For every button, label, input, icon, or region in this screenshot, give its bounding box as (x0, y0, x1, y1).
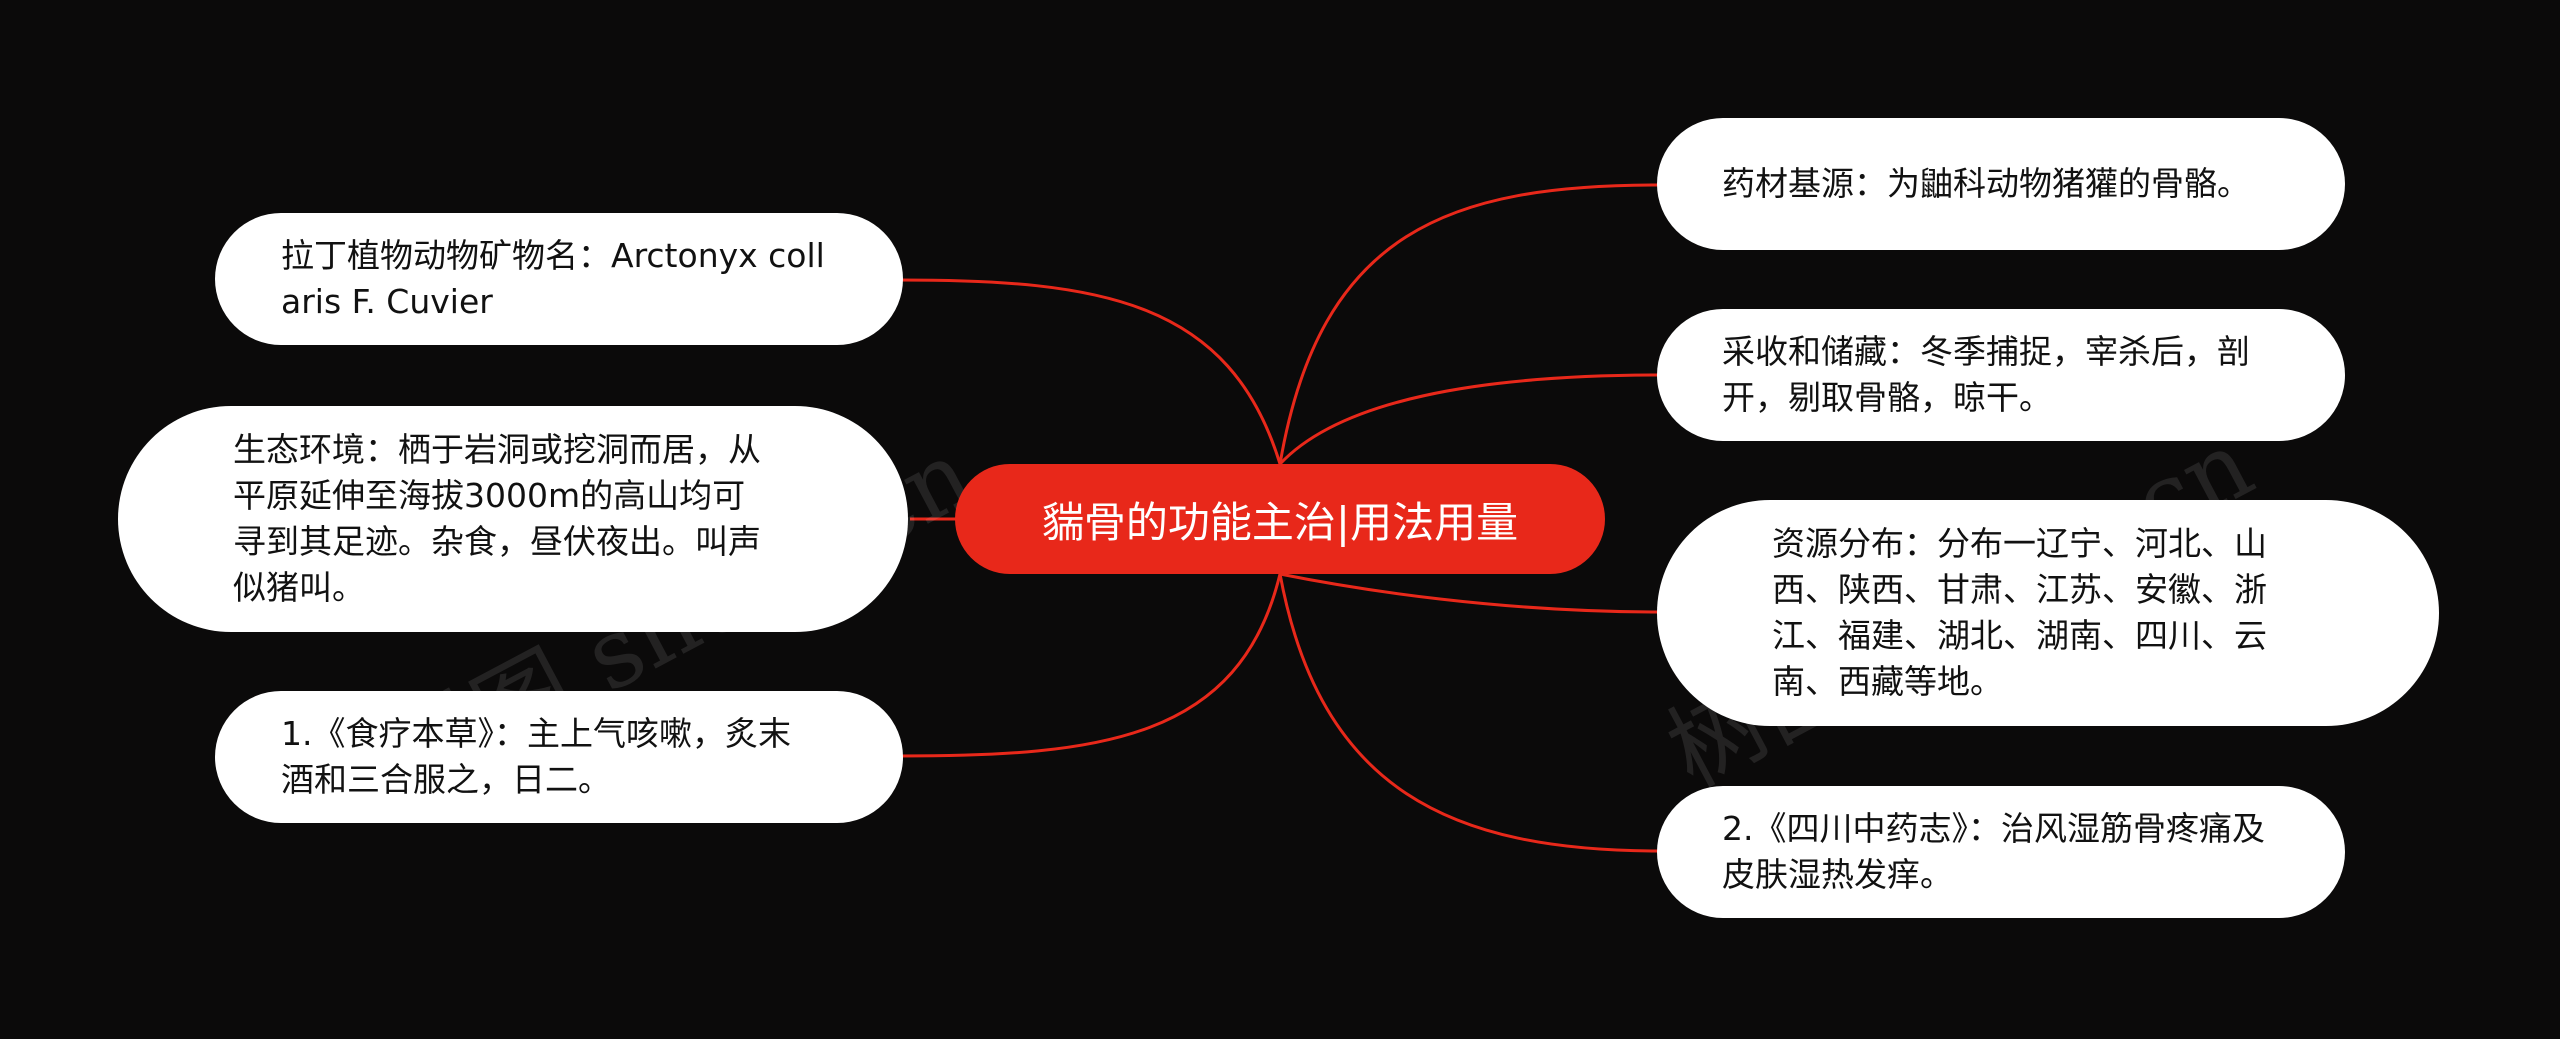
topic-habitat-label: 生态环境：栖于岩洞或挖洞而居，从平原延伸至海拔3000m的高山均可寻到其足迹。杂… (233, 430, 761, 607)
link-left-3 (899, 573, 1282, 758)
link-right-1 (1278, 183, 1661, 465)
topic-source-label: 药材基源：为鼬科动物猪獾的骨骼。 (1722, 164, 2250, 203)
topic-sichuan-zhongyaozhi-label: 2.《四川中药志》：治风湿筋骨疼痛及皮肤湿热发痒。 (1722, 809, 2265, 894)
root-topic[interactable]: 貒骨的功能主治|用法用量 (955, 464, 1605, 574)
topic-shiliao-bencao[interactable]: 1.《食疗本草》：主上气咳嗽，炙末酒和三合服之，日二。 (215, 691, 903, 823)
topic-shiliao-bencao-label: 1.《食疗本草》：主上气咳嗽，炙末酒和三合服之，日二。 (281, 714, 791, 799)
root-topic-label: 貒骨的功能主治|用法用量 (1041, 497, 1519, 547)
link-left-1 (899, 278, 1282, 465)
topic-latin-name-label: 拉丁植物动物矿物名：Arctonyx collaris F. Cuvier (281, 236, 825, 321)
link-right-4 (1278, 573, 1661, 853)
link-right-2 (1278, 373, 1661, 466)
topic-sichuan-zhongyaozhi[interactable]: 2.《四川中药志》：治风湿筋骨疼痛及皮肤湿热发痒。 (1657, 786, 2345, 918)
link-right-3 (1279, 572, 1661, 614)
topic-distribution-label: 资源分布：分布一辽宁、河北、山西、陕西、甘肃、江苏、安徽、浙江、福建、湖北、湖南… (1772, 524, 2267, 701)
topic-harvest-storage-label: 采收和储藏：冬季捕捉，宰杀后，剖开，剔取骨骼，晾干。 (1722, 332, 2250, 417)
topic-source[interactable]: 药材基源：为鼬科动物猪獾的骨骼。 (1657, 118, 2345, 250)
topic-habitat[interactable]: 生态环境：栖于岩洞或挖洞而居，从平原延伸至海拔3000m的高山均可寻到其足迹。杂… (118, 406, 908, 632)
topic-distribution[interactable]: 资源分布：分布一辽宁、河北、山西、陕西、甘肃、江苏、安徽、浙江、福建、湖北、湖南… (1657, 500, 2439, 726)
topic-harvest-storage[interactable]: 采收和储藏：冬季捕捉，宰杀后，剖开，剔取骨骼，晾干。 (1657, 309, 2345, 441)
topic-latin-name[interactable]: 拉丁植物动物矿物名：Arctonyx collaris F. Cuvier (215, 213, 903, 345)
